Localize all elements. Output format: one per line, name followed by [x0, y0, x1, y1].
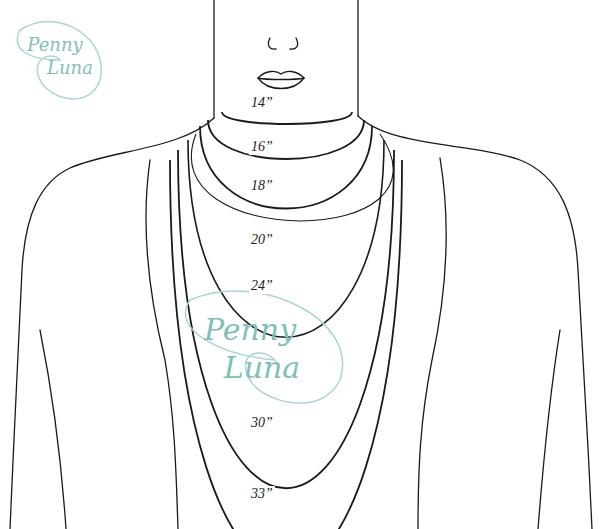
- length-label: 24”: [249, 278, 275, 294]
- watermark-text: Luna: [224, 353, 300, 383]
- length-label: 18”: [249, 178, 275, 194]
- watermark-text: Penny: [27, 36, 82, 54]
- length-label: 33”: [249, 486, 275, 502]
- length-label: 20”: [249, 232, 275, 248]
- length-label: 16”: [249, 139, 275, 155]
- length-label: 30”: [249, 415, 275, 431]
- watermark-text: Penny: [204, 315, 296, 345]
- watermark-text: Luna: [47, 59, 93, 77]
- length-label: 14”: [249, 95, 275, 111]
